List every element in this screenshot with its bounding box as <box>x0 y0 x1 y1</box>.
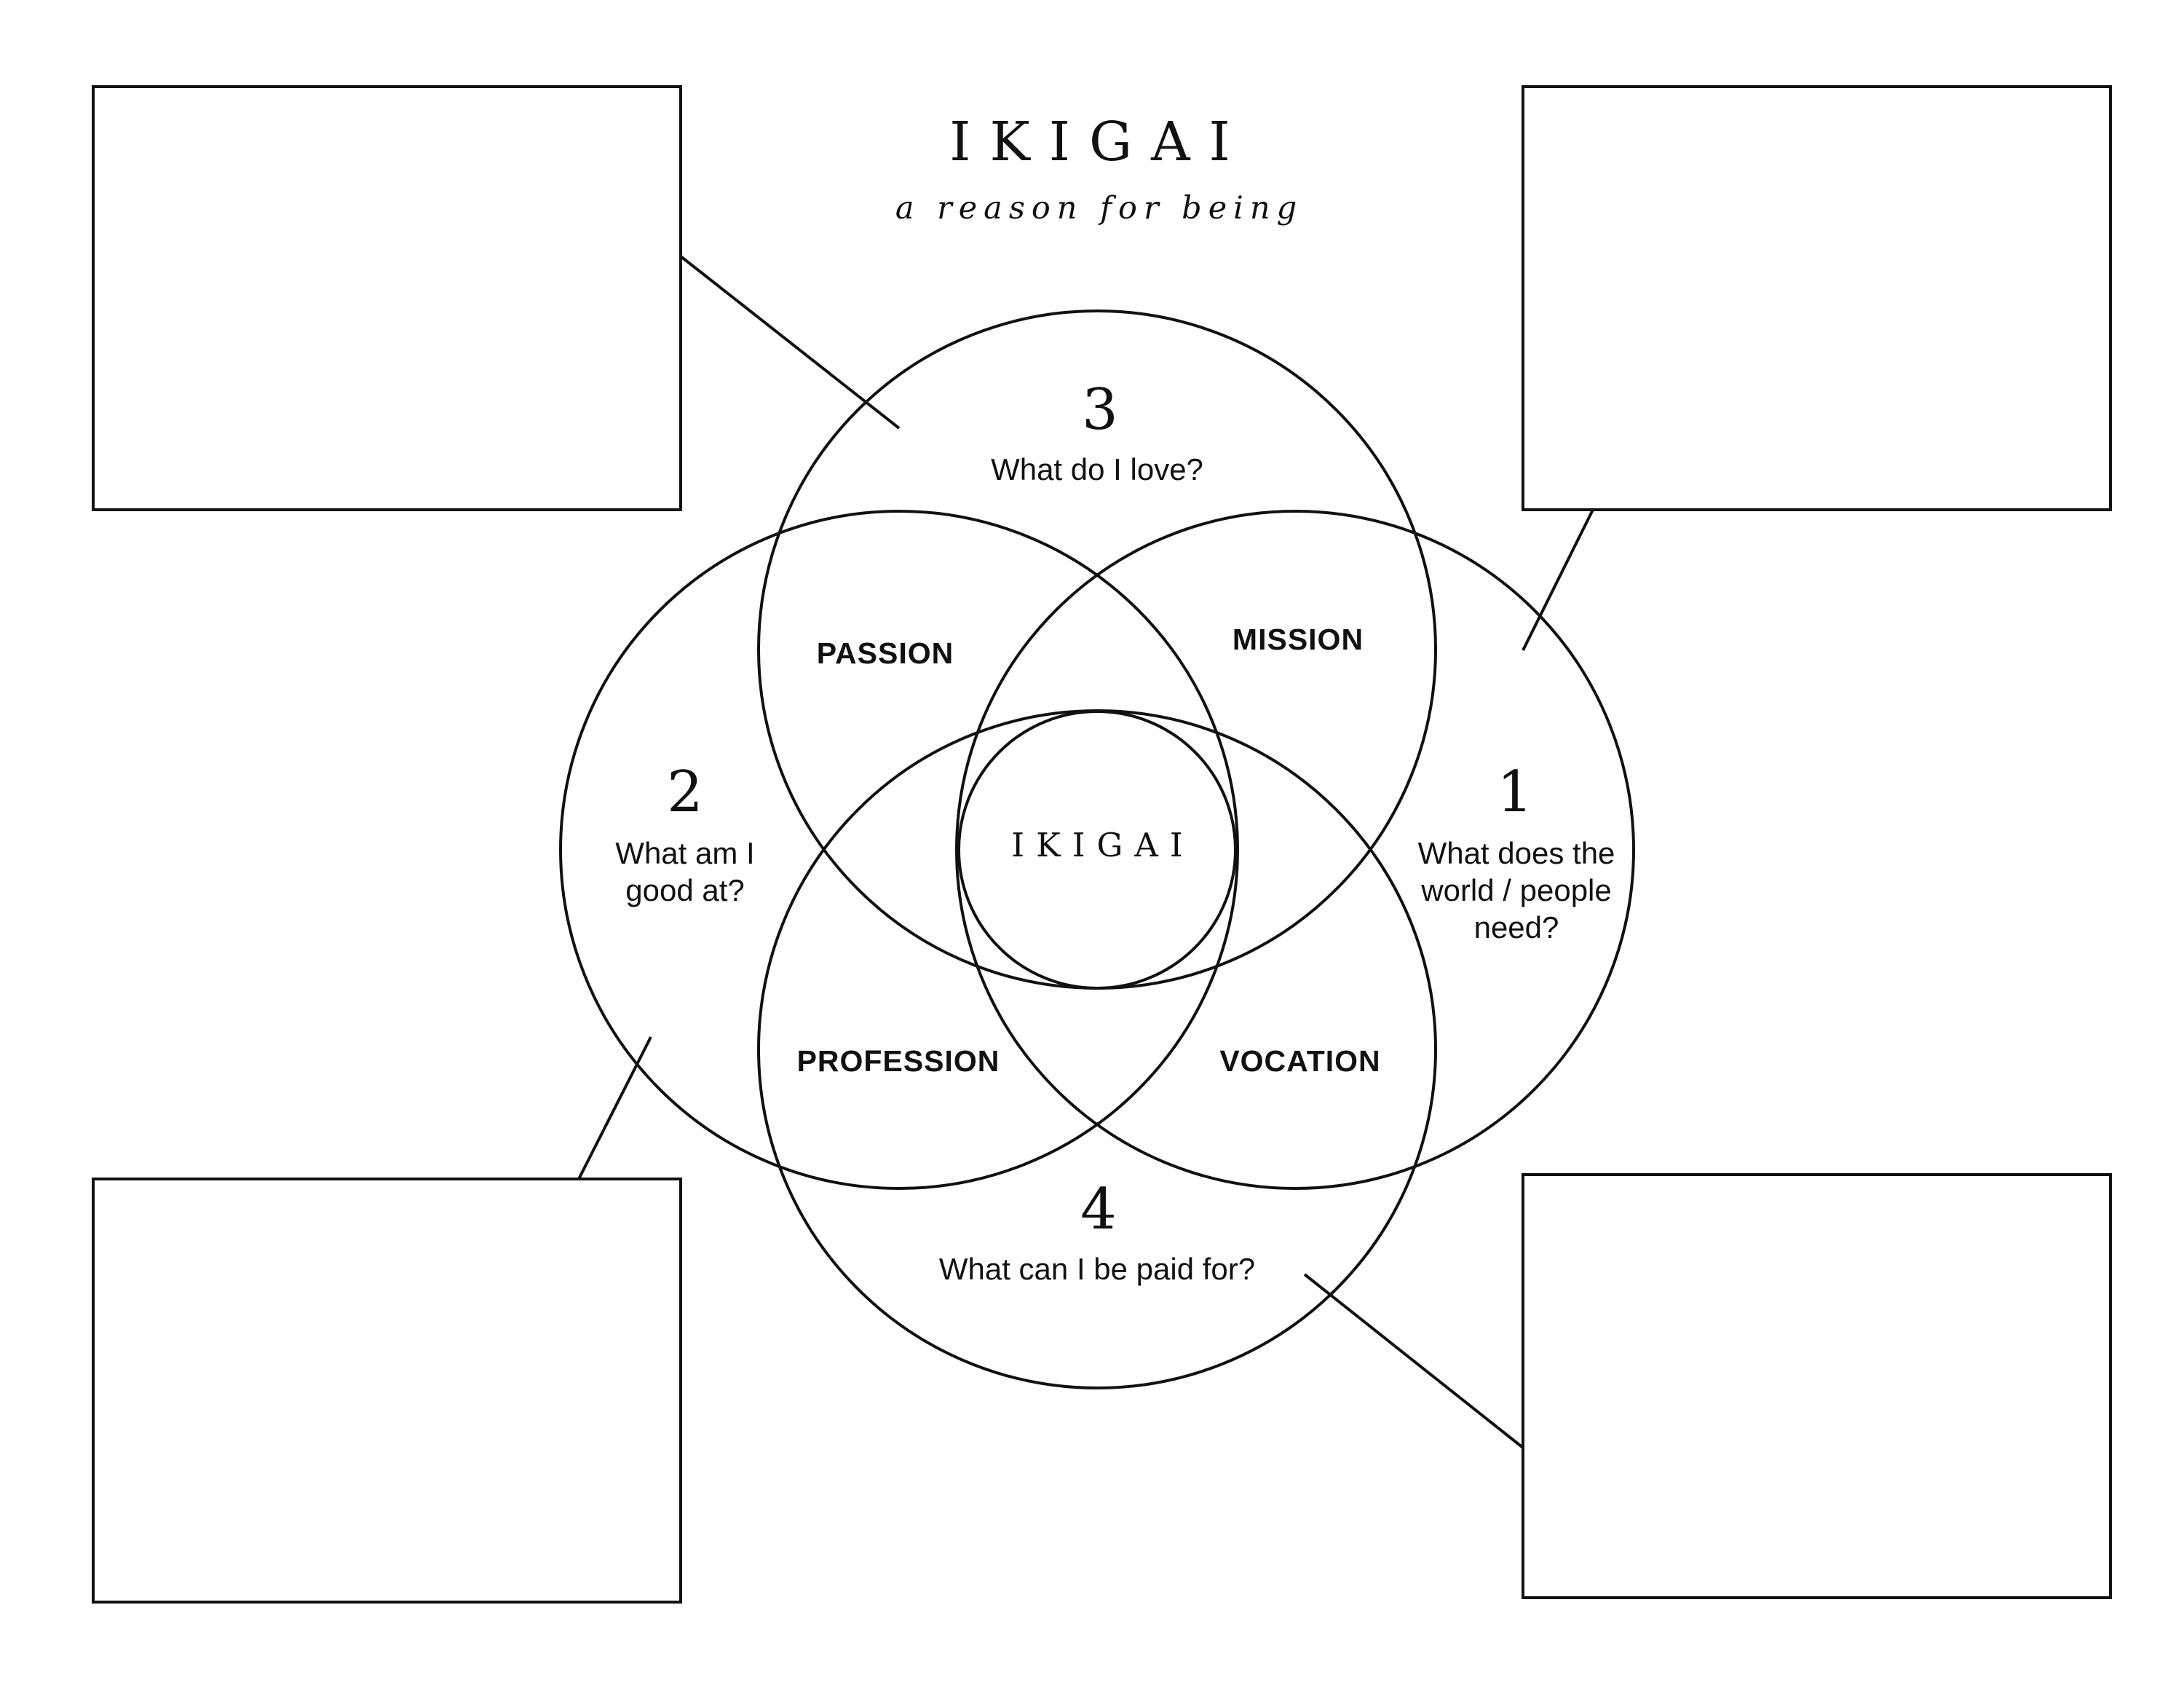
circle-question-world-line2: world / people <box>1420 873 1612 907</box>
overlap-label-passion: PASSION <box>817 636 954 670</box>
note-box-top-left[interactable] <box>92 85 682 511</box>
circle-world-needs <box>955 510 1635 1190</box>
circle-question-paid-for: What can I be paid for? <box>939 1252 1255 1286</box>
overlap-label-profession: PROFESSION <box>797 1044 1000 1078</box>
circle-good-at <box>559 510 1239 1190</box>
overlap-label-vocation: VOCATION <box>1219 1044 1380 1078</box>
circle-number-4: 4 <box>1080 1177 1117 1242</box>
overlap-label-mission: MISSION <box>1233 623 1364 656</box>
circle-question-world-line3: need? <box>1474 910 1559 944</box>
circle-number-2: 2 <box>667 760 703 825</box>
connector-line-top-right <box>1522 509 1594 651</box>
circle-question-good-at-line2: good at? <box>625 873 745 907</box>
circle-question-love: What do I love? <box>991 452 1203 486</box>
connector-line-bottom-right <box>1303 1273 1524 1449</box>
circle-center-ikigai <box>957 710 1237 990</box>
note-box-bottom-left[interactable] <box>92 1178 682 1604</box>
circle-question-world-line1: What does the <box>1418 836 1615 870</box>
circle-number-1: 1 <box>1497 760 1533 825</box>
page-subtitle: a reason for being <box>895 190 1303 226</box>
page-title: IKIGAI <box>949 111 1249 173</box>
note-box-top-right[interactable] <box>1522 85 2112 511</box>
connector-line-bottom-left <box>577 1036 652 1180</box>
center-label-ikigai: IKIGAI <box>1011 826 1194 864</box>
circle-number-3: 3 <box>1082 377 1118 443</box>
note-box-bottom-right[interactable] <box>1522 1173 2112 1599</box>
connector-line-top-left <box>679 255 901 430</box>
circle-question-good-at-line1: What am I <box>615 836 754 870</box>
